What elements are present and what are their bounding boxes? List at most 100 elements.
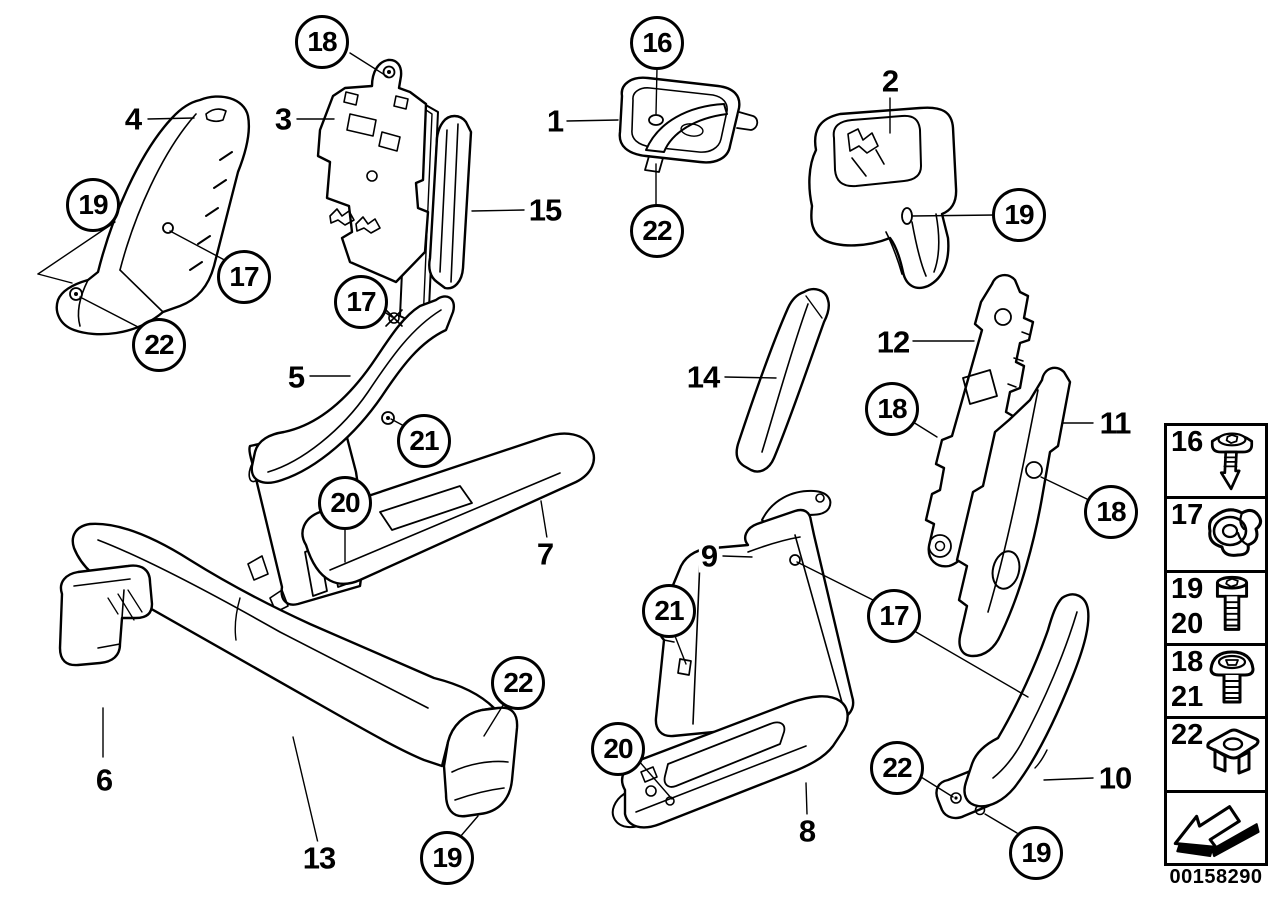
legend-number-18: 18 — [1171, 645, 1204, 678]
part-label-5[interactable]: 5 — [285, 359, 307, 395]
part-14-drawing — [735, 288, 830, 473]
legend-numbers: 17 — [1171, 501, 1203, 565]
callout-balloon-16[interactable]: 16 — [630, 16, 684, 70]
callout-balloon-21[interactable]: 21 — [642, 584, 696, 638]
leader-line — [566, 119, 619, 122]
leader-line — [912, 421, 938, 438]
callout-balloon-17[interactable]: 17 — [334, 275, 388, 329]
leader-line — [37, 221, 116, 275]
leader-line — [724, 376, 777, 379]
leader-line — [674, 635, 687, 665]
callout-balloon-22[interactable]: 22 — [491, 656, 545, 710]
legend-number-17: 17 — [1171, 499, 1204, 532]
part-label-2[interactable]: 2 — [879, 63, 901, 99]
legend-row-16[interactable]: 16 — [1167, 426, 1265, 500]
leader-line — [984, 813, 1018, 834]
leader-line — [920, 776, 954, 798]
leader-line — [637, 759, 673, 800]
callout-balloon-18[interactable]: 18 — [865, 382, 919, 436]
callout-balloon-19[interactable]: 19 — [1009, 826, 1063, 880]
leader-line — [292, 736, 319, 844]
legend-row-17[interactable]: 17 — [1167, 499, 1265, 573]
leader-line — [722, 555, 753, 558]
part-1-drawing — [618, 76, 759, 173]
callout-balloon-22[interactable]: 22 — [630, 204, 684, 258]
callout-balloon-22[interactable]: 22 — [132, 318, 186, 372]
part-label-6[interactable]: 6 — [93, 762, 115, 798]
leader-line — [805, 782, 808, 815]
leader-line — [147, 117, 195, 120]
direction-arrow-icon — [1169, 797, 1263, 859]
cage-nut-icon — [1200, 499, 1264, 569]
leader-line — [796, 561, 874, 601]
leader-line — [483, 701, 506, 737]
cheese-head-screw-icon — [1200, 573, 1264, 643]
callout-balloon-19[interactable]: 19 — [992, 188, 1046, 242]
part-6-drawing — [58, 564, 154, 667]
leader-line — [911, 214, 996, 217]
leader-line — [79, 296, 141, 329]
part-7-drawing — [301, 432, 596, 585]
leader-lines — [37, 52, 1094, 844]
leader-line — [1040, 476, 1090, 501]
legend-number-20: 20 — [1171, 607, 1204, 640]
part-label-8[interactable]: 8 — [796, 813, 818, 849]
part-label-10[interactable]: 10 — [1096, 760, 1134, 796]
legend-numbers: 22 — [1171, 721, 1203, 785]
callout-balloon-18[interactable]: 18 — [295, 15, 349, 69]
callout-balloon-20[interactable]: 20 — [318, 476, 372, 530]
part-label-11[interactable]: 11 — [1097, 405, 1133, 441]
part-label-9[interactable]: 9 — [698, 538, 720, 574]
part-label-14[interactable]: 14 — [684, 359, 722, 395]
callout-balloon-17[interactable]: 17 — [867, 589, 921, 643]
leader-line — [37, 273, 73, 284]
part-2-drawing — [808, 106, 958, 290]
legend-row-arrow[interactable] — [1167, 792, 1265, 863]
part-label-7[interactable]: 7 — [534, 536, 556, 572]
leader-line — [169, 230, 233, 265]
leader-line — [471, 209, 525, 212]
callout-balloon-22[interactable]: 22 — [870, 741, 924, 795]
callout-balloon-17[interactable]: 17 — [217, 250, 271, 304]
leader-line — [655, 67, 658, 115]
part-label-1[interactable]: 1 — [544, 103, 566, 139]
legend-number-22: 22 — [1171, 719, 1204, 752]
leader-line — [459, 815, 479, 838]
leader-line — [1043, 777, 1094, 781]
part-label-3[interactable]: 3 — [272, 101, 294, 137]
leader-line — [915, 631, 1029, 698]
legend-number-16: 16 — [1171, 426, 1204, 458]
pan-head-screw-icon — [1200, 426, 1264, 496]
callout-balloon-19[interactable]: 19 — [420, 831, 474, 885]
part-label-4[interactable]: 4 — [122, 101, 144, 137]
part-10-drawing — [935, 593, 1090, 820]
part-label-12[interactable]: 12 — [874, 324, 912, 360]
legend-numbers: 16 — [1171, 428, 1203, 492]
part-label-15[interactable]: 15 — [526, 192, 564, 228]
legend-number-19: 19 — [1171, 572, 1204, 605]
callout-balloon-21[interactable]: 21 — [397, 414, 451, 468]
leader-line — [349, 52, 389, 78]
part-13-drawing — [71, 522, 519, 818]
callout-balloon-20[interactable]: 20 — [591, 722, 645, 776]
diagram-number: 00158290 — [1169, 866, 1263, 888]
part-label-13[interactable]: 13 — [300, 840, 338, 876]
callout-balloon-19[interactable]: 19 — [66, 178, 120, 232]
expanding-nut-icon — [1200, 719, 1264, 789]
legend-row-22[interactable]: 22 — [1167, 719, 1265, 793]
button-head-screw-icon — [1200, 646, 1264, 716]
part-15-drawing — [428, 114, 473, 290]
part-11-drawing — [955, 366, 1072, 658]
callout-balloon-18[interactable]: 18 — [1084, 485, 1138, 539]
legend-number-21: 21 — [1171, 681, 1204, 714]
leader-line — [540, 500, 548, 539]
part-4-drawing — [55, 95, 251, 336]
